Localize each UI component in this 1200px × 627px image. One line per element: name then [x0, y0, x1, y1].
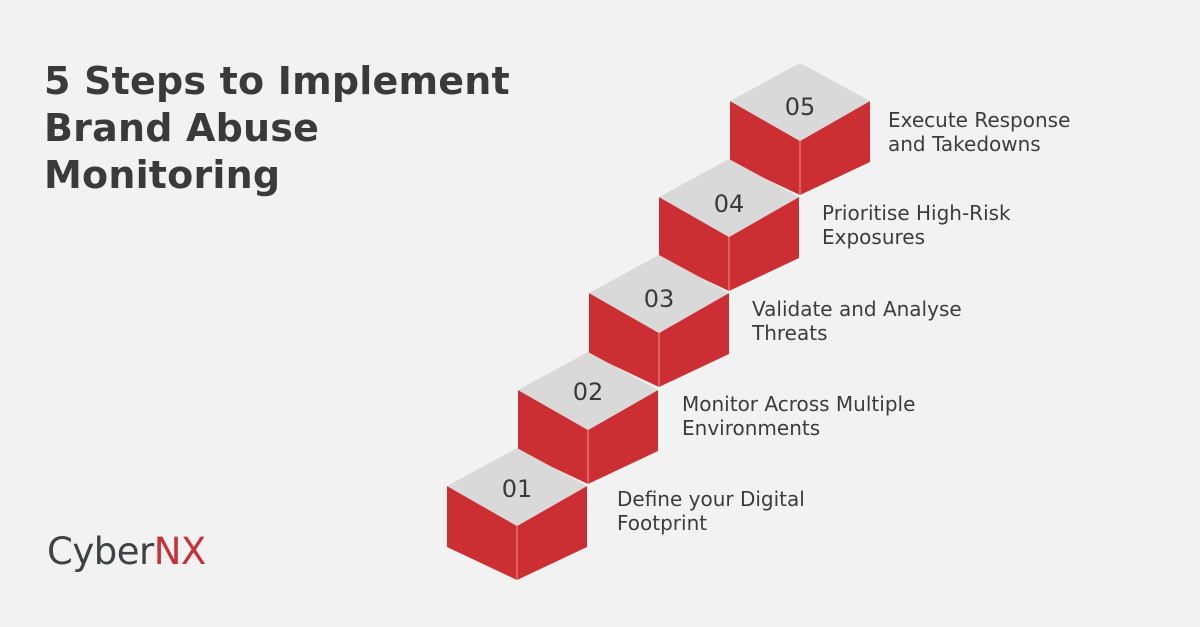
logo-text-accent: NX: [153, 530, 207, 573]
step-number-01: 01: [502, 475, 533, 503]
step-cube-02: 02: [518, 352, 658, 484]
step-label-02: Monitor Across Multiple Environments: [682, 392, 915, 440]
logo-text-main: Cyber: [47, 530, 154, 573]
step-cube-03: 03: [589, 255, 729, 387]
cybernx-logo: CyberNX: [47, 530, 206, 573]
step-label-01: Define your Digital Footprint: [617, 487, 805, 535]
step-number-04: 04: [714, 190, 745, 218]
step-label-03-line-2: Threats: [752, 321, 828, 345]
page-title: 5 Steps to Implement Brand Abuse Monitor…: [44, 58, 564, 199]
step-cube-05: 05: [730, 63, 870, 195]
step-number-05: 05: [785, 93, 816, 121]
step-label-05-line-2: and Takedowns: [888, 132, 1041, 156]
step-label-04: Prioritise High-Risk Exposures: [822, 201, 1011, 249]
title-line-3: Monitoring: [44, 153, 281, 197]
step-label-04-line-2: Exposures: [822, 225, 926, 249]
step-label-01-line-2: Footprint: [617, 511, 708, 535]
step-cube-04: 04: [659, 159, 799, 291]
step-number-02: 02: [573, 378, 604, 406]
step-label-02-line-2: Environments: [682, 416, 821, 440]
step-label-02-line-1: Monitor Across Multiple: [682, 392, 916, 416]
step-label-03-line-1: Validate and Analyse: [752, 297, 962, 321]
step-label-03: Validate and Analyse Threats: [752, 297, 962, 345]
title-line-2: Brand Abuse: [44, 106, 320, 150]
step-number-03: 03: [644, 285, 675, 313]
step-label-05: Execute Response and Takedowns: [888, 108, 1070, 156]
step-label-04-line-1: Prioritise High-Risk: [822, 201, 1011, 225]
step-label-05-line-1: Execute Response: [888, 108, 1071, 132]
step-label-01-line-1: Define your Digital: [617, 487, 805, 511]
step-cube-01: 01: [447, 448, 587, 580]
title-line-1: 5 Steps to Implement: [44, 59, 510, 103]
